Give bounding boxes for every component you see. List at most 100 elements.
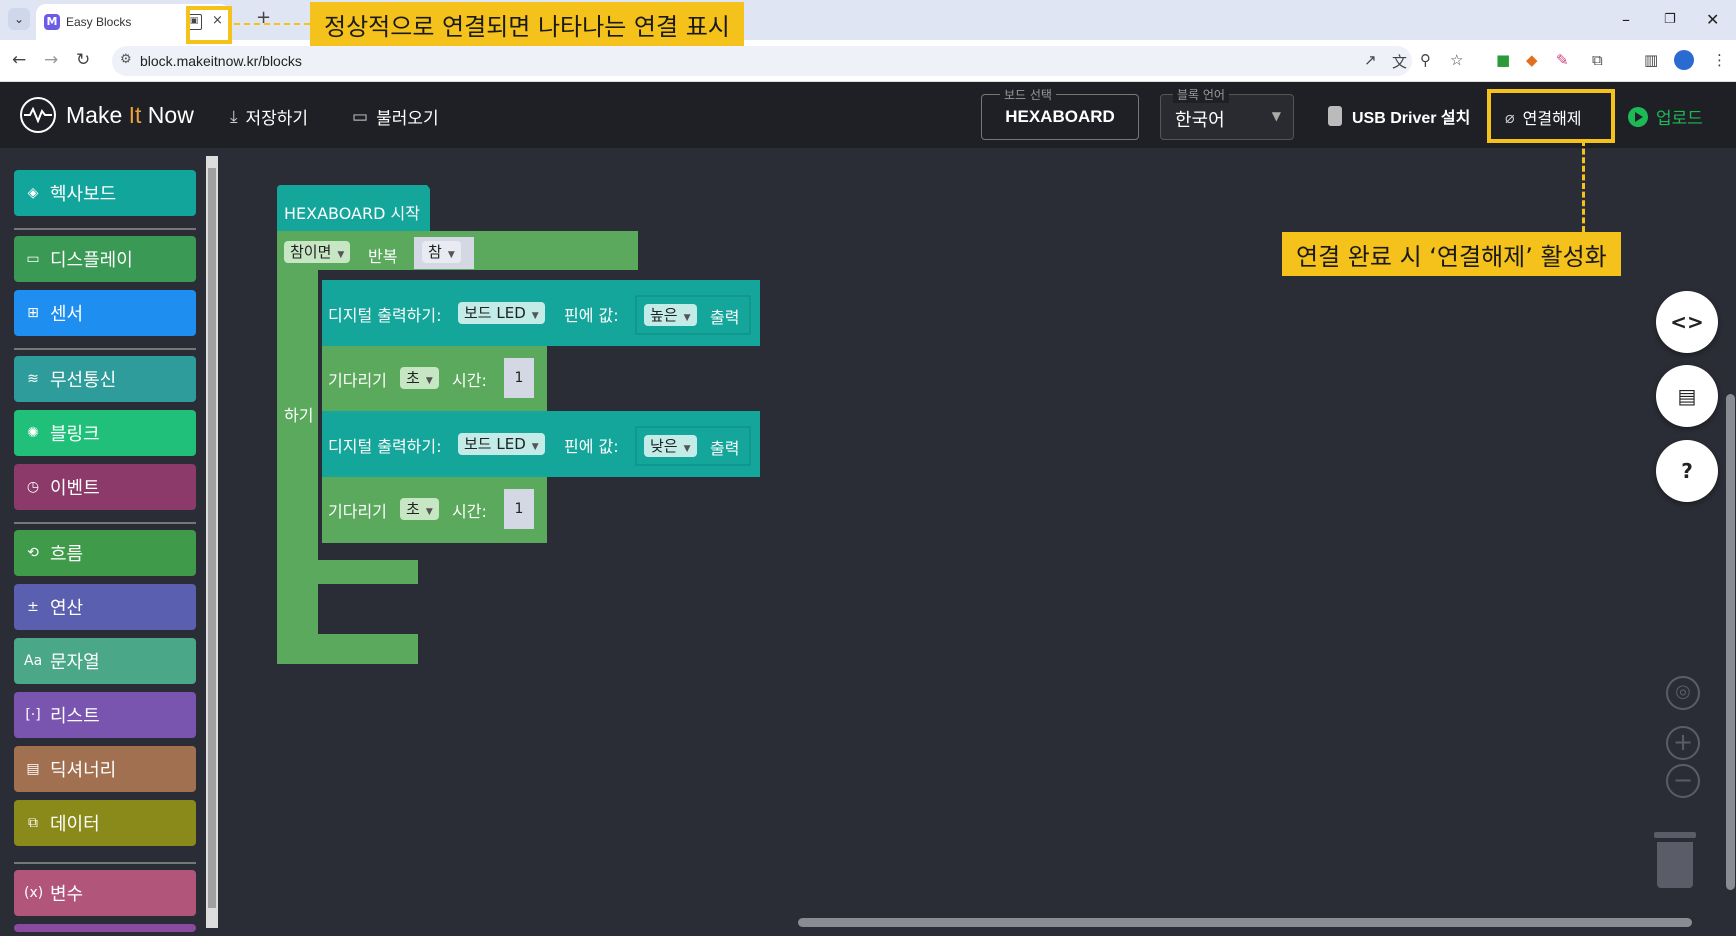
variable-x-icon: (x) xyxy=(24,885,44,901)
sidebar-scrollbar[interactable] xyxy=(206,156,218,928)
digital-write-label: 디지털 출력하기: xyxy=(328,437,442,456)
open-external-icon[interactable]: ↗ xyxy=(1364,51,1377,69)
zoom-in-icon[interactable]: + xyxy=(1666,726,1700,760)
help-button[interactable]: ? xyxy=(1656,440,1718,502)
url-text: block.makeitnow.kr/blocks xyxy=(140,53,302,69)
serial-monitor-button[interactable]: ▤ xyxy=(1656,365,1718,427)
block-language-select[interactable]: 블록 언어 한국어 ▼ xyxy=(1160,86,1294,140)
browser-address-bar: ← → ↻ ⚙ block.makeitnow.kr/blocks ↗ 文 ⚲ … xyxy=(0,40,1736,82)
url-field[interactable]: ⚙ block.makeitnow.kr/blocks xyxy=(112,46,1412,76)
zoom-out-icon[interactable]: − xyxy=(1666,764,1700,798)
category-sensor[interactable]: ⊞센서 xyxy=(14,290,196,336)
logo-wave-icon xyxy=(20,97,56,133)
chevron-down-icon: ▼ xyxy=(1271,109,1281,123)
side-panel-icon[interactable]: ▥ xyxy=(1644,51,1659,69)
do-label: 하기 xyxy=(284,406,314,425)
zoom-icon[interactable]: ⚲ xyxy=(1420,51,1431,69)
time-unit-dropdown[interactable]: 초▼ xyxy=(400,498,439,520)
category-list[interactable]: [·]리스트 xyxy=(14,692,196,738)
tab-close-icon[interactable]: × xyxy=(212,13,223,28)
display-icon: ▭ xyxy=(26,251,40,267)
block-language-label: 블록 언어 xyxy=(1173,86,1229,103)
browser-menu-icon[interactable]: ⋮ xyxy=(1712,51,1727,69)
repeat-condition-dropdown[interactable]: 참이면▼ xyxy=(284,241,351,263)
time-unit-dropdown[interactable]: 초▼ xyxy=(400,367,439,389)
makeitnow-logo[interactable]: Make It Now xyxy=(20,97,194,133)
folder-icon: ▭ xyxy=(352,106,369,127)
category-math[interactable]: ±연산 xyxy=(14,584,196,630)
start-block[interactable] xyxy=(277,185,430,231)
disconnect-button[interactable]: ⌀ 연결해제 xyxy=(1505,107,1582,129)
usb-driver-install-button[interactable]: USB Driver 설치 xyxy=(1328,104,1470,128)
text-icon: Aa xyxy=(24,653,43,669)
category-blink[interactable]: ✺블링크 xyxy=(14,410,196,456)
window-minimize-button[interactable]: – xyxy=(1622,10,1630,29)
recenter-target-icon[interactable]: ◎ xyxy=(1666,676,1700,710)
tab-indicator-highlight xyxy=(186,6,232,44)
wait-label: 기다리기 xyxy=(328,371,387,390)
pin-dropdown[interactable]: 보드 LED▼ xyxy=(458,302,545,324)
upload-button[interactable]: 업로드 xyxy=(1628,104,1703,129)
window-close-button[interactable]: ✕ xyxy=(1706,10,1720,29)
block-workspace[interactable]: HEXABOARD 시작 참이면▼ 반복 참▼ 하기 디지털 출력하기: 보드 … xyxy=(220,148,1736,936)
category-divider xyxy=(14,228,196,230)
trash-icon[interactable] xyxy=(1654,832,1696,888)
extensions-puzzle-icon[interactable]: ⧉ xyxy=(1592,51,1603,69)
level-dropdown-low[interactable]: 낮은▼ xyxy=(644,435,697,457)
category-next-partial[interactable] xyxy=(14,924,196,932)
site-info-icon[interactable]: ⚙ xyxy=(120,52,132,67)
category-divider xyxy=(14,348,196,350)
browser-tab[interactable]: M Easy Blocks ▣ × xyxy=(36,4,230,40)
category-flow[interactable]: ⟲흐름 xyxy=(14,530,196,576)
start-block-label: HEXABOARD 시작 xyxy=(284,204,420,223)
wait-time-input[interactable]: 1 xyxy=(504,358,534,398)
time-label: 시간: xyxy=(452,371,487,390)
tab-indicator-callout: 정상적으로 연결되면 나타나는 연결 표시 xyxy=(310,2,744,46)
digital-write-label: 디지털 출력하기: xyxy=(328,306,442,325)
board-select-label: 보드 선택 xyxy=(1000,86,1056,103)
repeat-value-dropdown[interactable]: 참▼ xyxy=(422,241,461,263)
save-button[interactable]: ⤓ 저장하기 xyxy=(230,106,309,130)
disconnect-callout: 연결 완료 시 ‘연결해제’ 활성화 xyxy=(1282,232,1621,276)
tab-search-button[interactable]: ⌄ xyxy=(8,8,30,30)
loop-icon: ⟲ xyxy=(27,545,39,561)
play-icon xyxy=(1628,106,1648,127)
load-button[interactable]: ▭ 불러오기 xyxy=(352,106,439,130)
category-event[interactable]: ◷이벤트 xyxy=(14,464,196,510)
chevron-down-icon: ▼ xyxy=(337,250,345,260)
pin-dropdown[interactable]: 보드 LED▼ xyxy=(458,433,545,455)
board-select-value: HEXABOARD xyxy=(1005,107,1115,126)
unplug-icon: ⌀ xyxy=(1505,107,1515,127)
wifi-icon: ≋ xyxy=(27,371,39,387)
category-data[interactable]: ⧉데이터 xyxy=(14,800,196,846)
reload-icon[interactable]: ↻ xyxy=(76,50,91,70)
annotation-dashed-line xyxy=(1582,140,1585,232)
code-view-button[interactable]: <> xyxy=(1656,291,1718,353)
extension-green-icon[interactable]: ■ xyxy=(1496,51,1511,69)
category-variable[interactable]: (x)변수 xyxy=(14,870,196,916)
category-display[interactable]: ▭디스플레이 xyxy=(14,236,196,282)
category-dictionary[interactable]: ▤딕셔너리 xyxy=(14,746,196,792)
board-select[interactable]: 보드 선택 HEXABOARD xyxy=(981,86,1139,140)
extension-fox-icon[interactable]: ◆ xyxy=(1526,51,1538,69)
sidebar-scroll-thumb[interactable] xyxy=(208,168,216,908)
translate-icon[interactable]: 文 xyxy=(1392,53,1408,71)
category-wireless[interactable]: ≋무선통신 xyxy=(14,356,196,402)
new-tab-button[interactable]: + xyxy=(256,7,272,28)
extension-pen-icon[interactable]: ✎ xyxy=(1556,51,1569,69)
level-dropdown-high[interactable]: 높은▼ xyxy=(644,304,697,326)
window-restore-button[interactable]: ❐ xyxy=(1664,12,1676,27)
forward-arrow-icon[interactable]: → xyxy=(44,50,59,70)
list-bracket-icon: [·] xyxy=(25,707,41,723)
back-arrow-icon[interactable]: ← xyxy=(12,50,27,70)
workspace-horizontal-scrollbar[interactable] xyxy=(798,918,1692,927)
profile-avatar[interactable] xyxy=(1674,50,1694,70)
annotation-dashed-line xyxy=(234,23,310,25)
chevron-down-icon: ▼ xyxy=(683,444,691,454)
workspace-vertical-scrollbar[interactable] xyxy=(1726,394,1735,890)
trash-body xyxy=(1657,842,1693,888)
bookmark-star-icon[interactable]: ☆ xyxy=(1450,51,1464,69)
category-hexaboard[interactable]: ◈헥사보드 xyxy=(14,170,196,216)
wait-time-input[interactable]: 1 xyxy=(504,489,534,529)
